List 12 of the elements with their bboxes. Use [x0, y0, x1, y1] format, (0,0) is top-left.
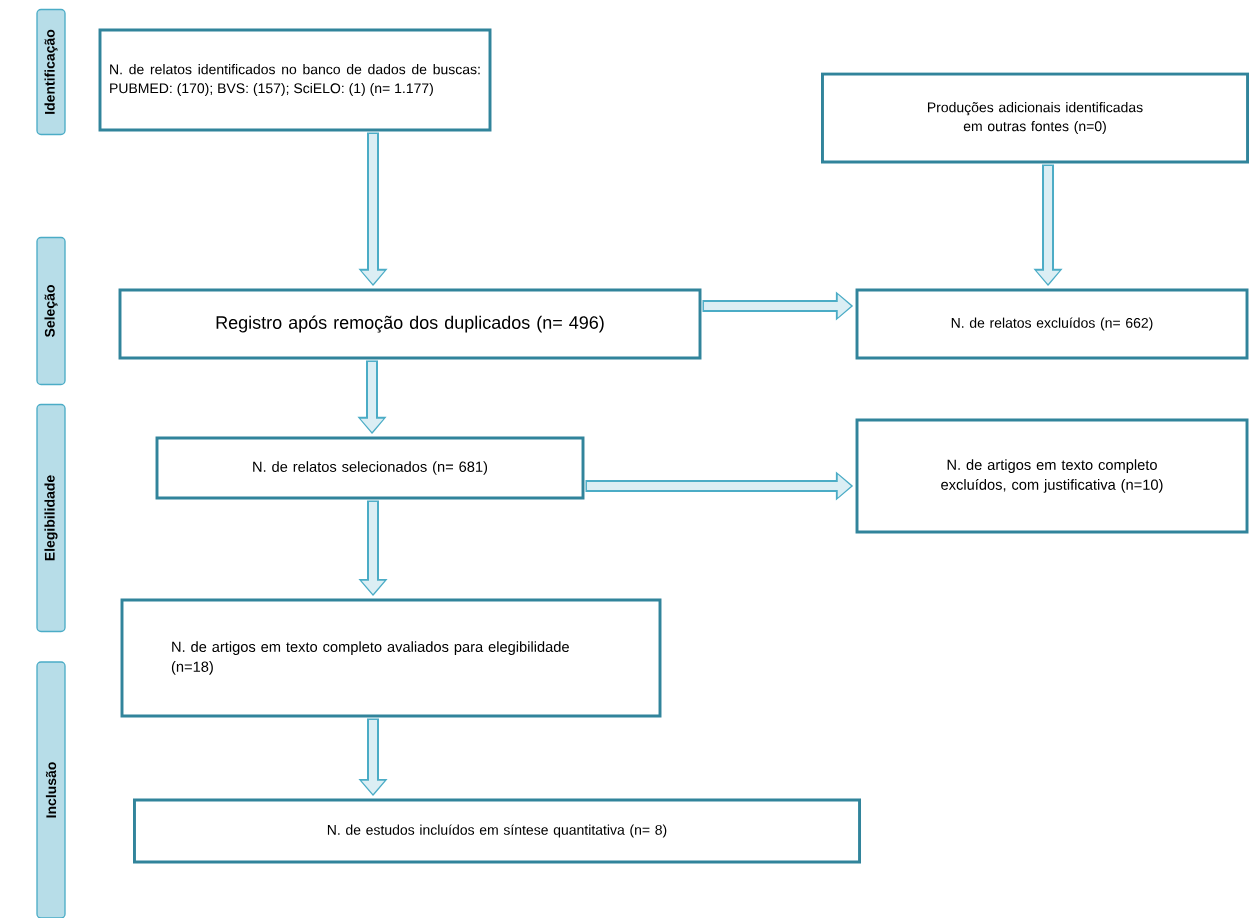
process-box: Produções adicionais identificadas em outras fontes (n=0) [821, 72, 1249, 164]
stage-band: Inclusão [36, 661, 66, 918]
stage-band: Elegibilidade [36, 403, 66, 633]
process-box: N. de artigos em texto completo excluídos, com justificativa (n=10) [855, 418, 1249, 534]
process-box: Registro após remoção dos duplicados (n= 496) [118, 288, 702, 360]
process-box: N. de artigos em texto completo avaliados para elegibilidade (n=18) [120, 598, 662, 718]
stage-band: Identificação [36, 8, 66, 136]
process-box: N. de relatos identificados no banco de dados de buscas: PUBMED: (170); BVS: (157); SciELO: (1) (n= 1.177) [98, 28, 492, 132]
process-box: N. de estudos incluídos em síntese quantitativa (n= 8) [133, 798, 861, 864]
process-box: N. de relatos selecionados (n= 681) [155, 436, 585, 500]
stage-band: Seleção [36, 236, 66, 386]
process-box: N. de relatos excluídos (n= 662) [855, 288, 1249, 360]
